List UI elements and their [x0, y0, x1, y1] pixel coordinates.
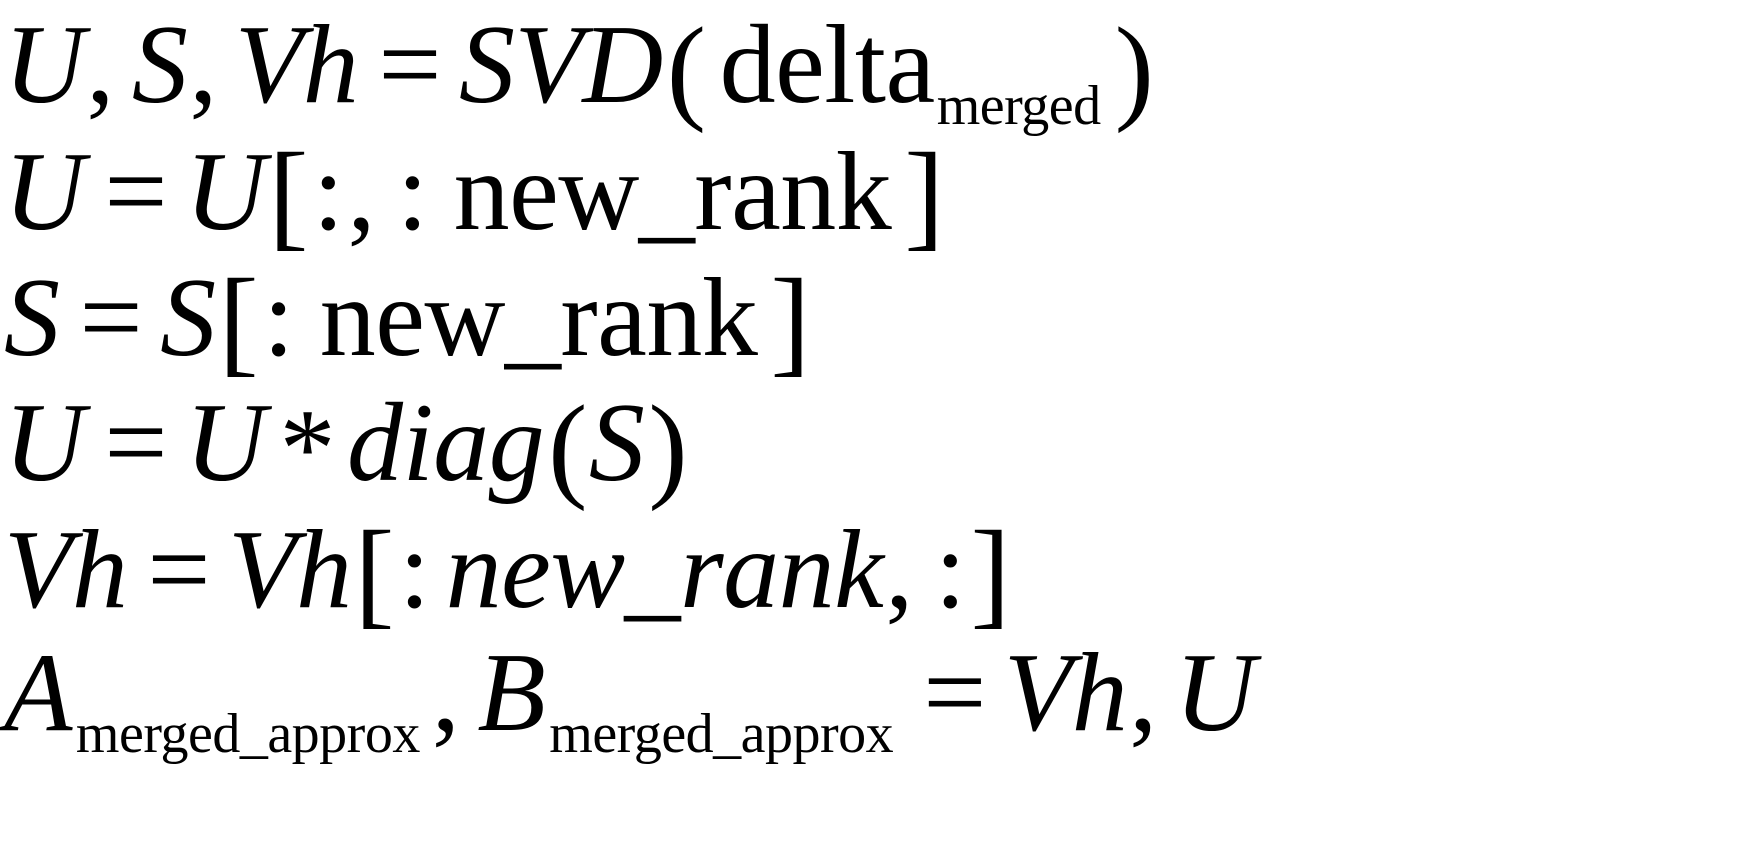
- close-bracket: ]: [904, 128, 944, 261]
- equation-line-svd-decomposition: U,S,Vh=SVD(deltamerged): [4, 0, 1762, 137]
- equals-sign: =: [923, 631, 986, 755]
- multiplication-operator: *: [279, 387, 335, 511]
- open-bracket: [: [218, 254, 259, 387]
- function-svd: SVD: [458, 3, 663, 127]
- equation-line-scale-u-by-singular-values: U=U*diag(S): [4, 378, 1762, 511]
- equation-line-truncate-vh-rows: Vh=Vh[:new_rank,:]: [4, 504, 1762, 636]
- equation-line-assign-merged-approx: Amerged_approx,Bmerged_approx=Vh,U: [4, 630, 1762, 765]
- colon: :: [263, 256, 294, 380]
- variable-Vh-rhs: Vh: [228, 508, 352, 632]
- close-bracket: ]: [970, 506, 1010, 639]
- variable-S: S: [131, 3, 188, 127]
- comma: ,: [1129, 631, 1157, 755]
- subscript-merged-approx: merged_approx: [75, 703, 420, 765]
- comma: ,: [347, 130, 376, 254]
- equals-sign: =: [79, 256, 143, 380]
- variable-U-lhs: U: [4, 381, 85, 505]
- function-diag: diag: [346, 381, 545, 505]
- open-paren: (: [548, 381, 587, 512]
- variable-A: A: [4, 631, 72, 755]
- variable-S-lhs: S: [4, 256, 60, 380]
- colon: :: [398, 508, 430, 632]
- comma: ,: [431, 631, 460, 755]
- comma: ,: [885, 508, 913, 632]
- close-paren: ): [648, 381, 688, 512]
- equation-line-truncate-u-columns: U=U[:,:new_rank]: [4, 126, 1762, 258]
- variable-Vh-lhs: Vh: [4, 508, 128, 632]
- equals-sign: =: [104, 130, 168, 254]
- variable-U: U: [4, 3, 85, 127]
- variable-Vh-rhs: Vh: [1003, 631, 1128, 755]
- colon: :: [397, 130, 428, 254]
- subscript-merged-approx: merged_approx: [549, 703, 894, 765]
- comma: ,: [189, 3, 217, 127]
- subscript-merged: merged: [936, 75, 1101, 137]
- variable-U-rhs: U: [185, 130, 266, 254]
- equation-line-truncate-s: S=S[:new_rank]: [4, 252, 1762, 384]
- colon: :: [934, 508, 966, 632]
- variable-U-rhs: U: [1174, 631, 1256, 755]
- open-bracket: [: [354, 506, 395, 639]
- variable-B: B: [477, 631, 546, 755]
- index-new-rank: new_rank: [453, 130, 892, 254]
- index-new-rank: new_rank: [319, 256, 758, 380]
- equals-sign: =: [378, 3, 441, 127]
- variable-S-rhs: S: [160, 256, 216, 380]
- index-new-rank: new_rank: [445, 508, 884, 632]
- equals-sign: =: [147, 508, 211, 632]
- argument-delta: delta: [719, 3, 936, 127]
- equals-sign: =: [104, 381, 168, 505]
- close-paren: ): [1114, 3, 1154, 134]
- variable-Vh: Vh: [234, 3, 359, 127]
- colon: :: [312, 130, 344, 254]
- open-bracket: [: [268, 128, 308, 261]
- comma: ,: [86, 3, 114, 127]
- variable-U-lhs: U: [4, 130, 85, 254]
- open-paren: (: [666, 3, 706, 134]
- variable-U-rhs: U: [185, 381, 266, 505]
- argument-S: S: [588, 381, 645, 505]
- close-bracket: ]: [770, 254, 810, 387]
